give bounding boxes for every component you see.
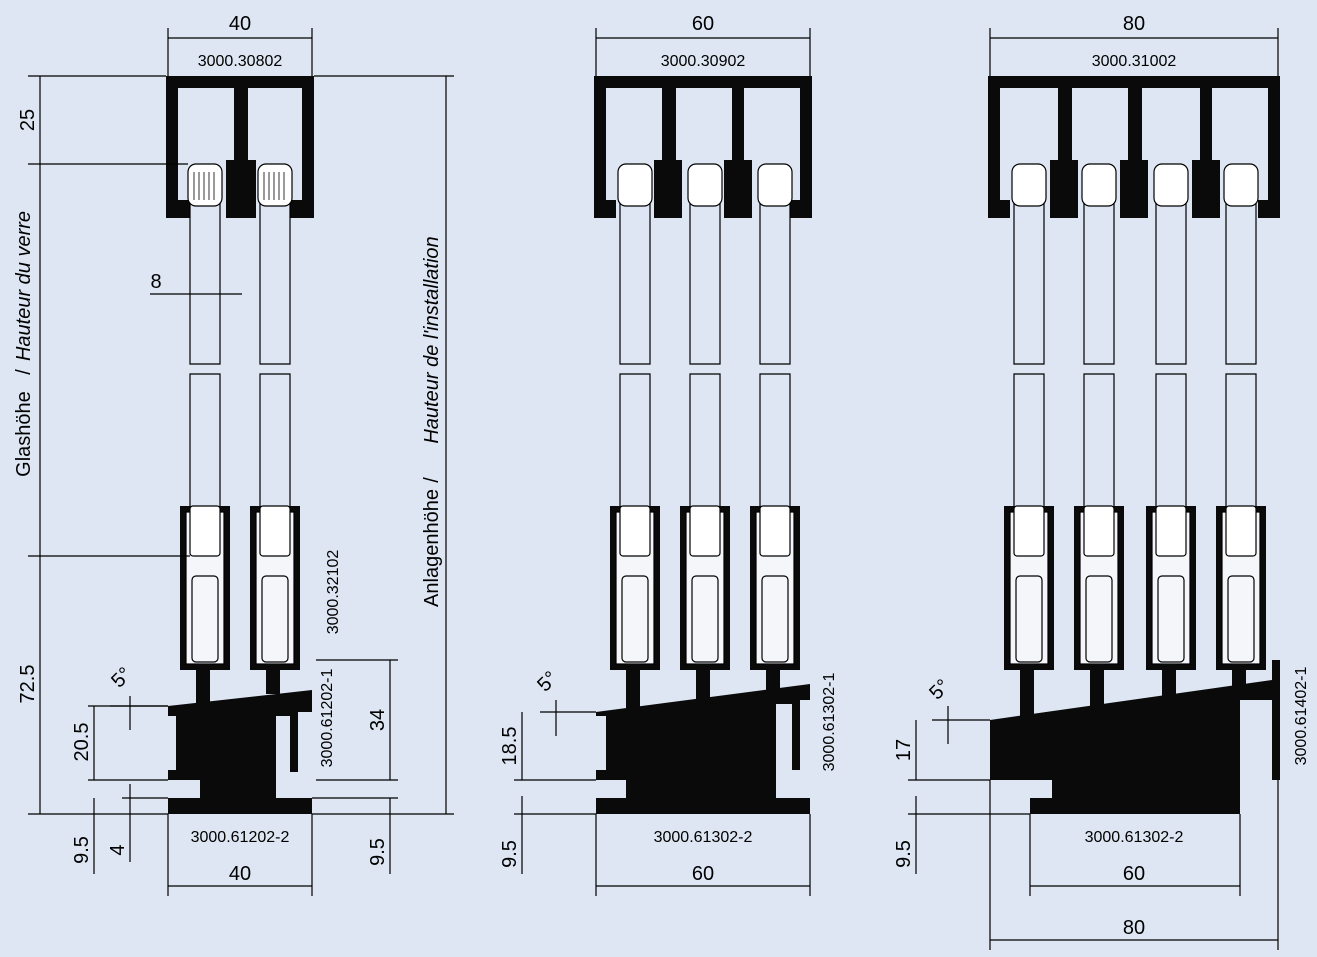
bottom-inner-width-label: 60 bbox=[1123, 863, 1145, 885]
top-width-label: 60 bbox=[692, 13, 714, 35]
bottom-seal bbox=[689, 505, 721, 557]
top-profile-code: 3000.30802 bbox=[198, 53, 283, 70]
bottom-seal bbox=[1225, 505, 1257, 557]
top-profile-code: 3000.31002 bbox=[1092, 53, 1177, 70]
assembly-four-track: 80 3000.31002 bbox=[893, 13, 1310, 950]
svg-text:Anlagenhöhe: Anlagenhöhe bbox=[421, 489, 443, 607]
glass-pane bbox=[189, 167, 291, 561]
bottom-carrier bbox=[1004, 506, 1054, 670]
bottom-carrier bbox=[1146, 506, 1196, 670]
bottom-height-label: 72.5 bbox=[17, 665, 39, 704]
base-height-label: 9.5 bbox=[499, 840, 521, 868]
rail-stem bbox=[766, 664, 780, 694]
bottom-seal bbox=[259, 505, 291, 557]
mid-profile-code: 3000.32102 bbox=[325, 550, 342, 635]
profile-height-label: 34 bbox=[367, 709, 389, 731]
rail-height-label: 18.5 bbox=[499, 727, 521, 766]
rail-stem bbox=[696, 664, 710, 704]
rail-stem bbox=[1162, 664, 1176, 704]
top-width-label: 40 bbox=[229, 13, 251, 35]
rail-stem bbox=[266, 664, 280, 694]
bottom-upper-profile-code: 3000.61202-1 bbox=[319, 669, 336, 768]
bottom-rail-profile bbox=[990, 660, 1280, 814]
bottom-seal bbox=[759, 505, 791, 557]
bottom-carrier bbox=[1074, 506, 1124, 670]
base-height-label: 9.5 bbox=[71, 836, 93, 864]
angle-label: 5° bbox=[925, 675, 954, 704]
roller bbox=[1157, 575, 1185, 663]
glass-pane bbox=[1013, 167, 1257, 561]
svg-text:/: / bbox=[421, 477, 443, 483]
bottom-seal bbox=[1083, 505, 1115, 557]
roller bbox=[191, 575, 219, 663]
bottom-width-label: 60 bbox=[692, 863, 714, 885]
bottom-carrier bbox=[750, 506, 800, 670]
rail-stem bbox=[196, 664, 210, 708]
top-height-label: 25 bbox=[17, 109, 39, 131]
roller bbox=[1015, 575, 1043, 663]
bottom-carrier bbox=[680, 506, 730, 670]
bottom-lower-profile-code: 3000.61302-2 bbox=[654, 829, 753, 846]
roller bbox=[1227, 575, 1255, 663]
glass-pane bbox=[619, 167, 791, 561]
top-seal bbox=[1011, 163, 1259, 207]
svg-text:Hauteur du verre: Hauteur du verre bbox=[13, 211, 35, 361]
top-seal bbox=[187, 163, 293, 207]
top-track-profile bbox=[988, 76, 1280, 218]
bottom-carrier bbox=[250, 506, 300, 670]
install-height-caption: Anlagenhöhe / Hauteur de l'installation bbox=[421, 236, 443, 607]
bottom-seal bbox=[1155, 505, 1187, 557]
top-track-profile bbox=[166, 76, 314, 218]
bottom-width-label: 80 bbox=[1123, 917, 1145, 939]
svg-text:Hauteur de l'installation: Hauteur de l'installation bbox=[421, 236, 443, 443]
angle-label: 5° bbox=[107, 663, 136, 692]
bottom-carrier bbox=[610, 506, 660, 670]
roller bbox=[621, 575, 649, 663]
bottom-upper-profile-code: 3000.61302-1 bbox=[821, 673, 838, 772]
glass-thickness-label: 8 bbox=[150, 271, 161, 293]
rail-stem bbox=[1232, 664, 1246, 694]
rail-height-label: 17 bbox=[893, 739, 915, 761]
bottom-lower-profile-code: 3000.61202-2 bbox=[191, 829, 290, 846]
assembly-three-track: 60 3000.30902 5° bbox=[499, 13, 838, 896]
bottom-upper-profile-code: 3000.61402-1 bbox=[1293, 667, 1310, 766]
top-width-label: 80 bbox=[1123, 13, 1145, 35]
bottom-carrier bbox=[1216, 506, 1266, 670]
track-node bbox=[234, 84, 248, 98]
angle-label: 5° bbox=[533, 667, 562, 696]
bottom-width-label: 40 bbox=[229, 863, 251, 885]
roller bbox=[261, 575, 289, 663]
bottom-seal bbox=[1013, 505, 1045, 557]
bottom-rail-profile bbox=[168, 690, 312, 814]
assembly-two-track: 40 3000.30802 bbox=[13, 13, 454, 896]
top-seal bbox=[617, 163, 793, 207]
roller bbox=[761, 575, 789, 663]
base-height-label: 9.5 bbox=[893, 840, 915, 868]
bottom-rail-profile bbox=[596, 684, 810, 814]
roller bbox=[691, 575, 719, 663]
rail-stem bbox=[1020, 664, 1034, 724]
base-gap-label: 4 bbox=[107, 844, 129, 855]
bottom-seal bbox=[189, 505, 221, 557]
bottom-seal bbox=[619, 505, 651, 557]
bottom-carrier bbox=[180, 506, 230, 670]
glass-height-caption: Glashöhe / Hauteur du verre bbox=[13, 211, 35, 477]
rail-stem bbox=[626, 664, 640, 714]
top-profile-code: 3000.30902 bbox=[661, 53, 746, 70]
svg-text:/: / bbox=[13, 369, 35, 375]
right-base-label: 9.5 bbox=[367, 838, 389, 866]
bottom-lower-profile-code: 3000.61302-2 bbox=[1085, 829, 1184, 846]
rail-stem bbox=[1090, 664, 1104, 714]
rail-height-label: 20.5 bbox=[71, 723, 93, 762]
roller bbox=[1085, 575, 1113, 663]
svg-text:Glashöhe: Glashöhe bbox=[13, 391, 35, 477]
